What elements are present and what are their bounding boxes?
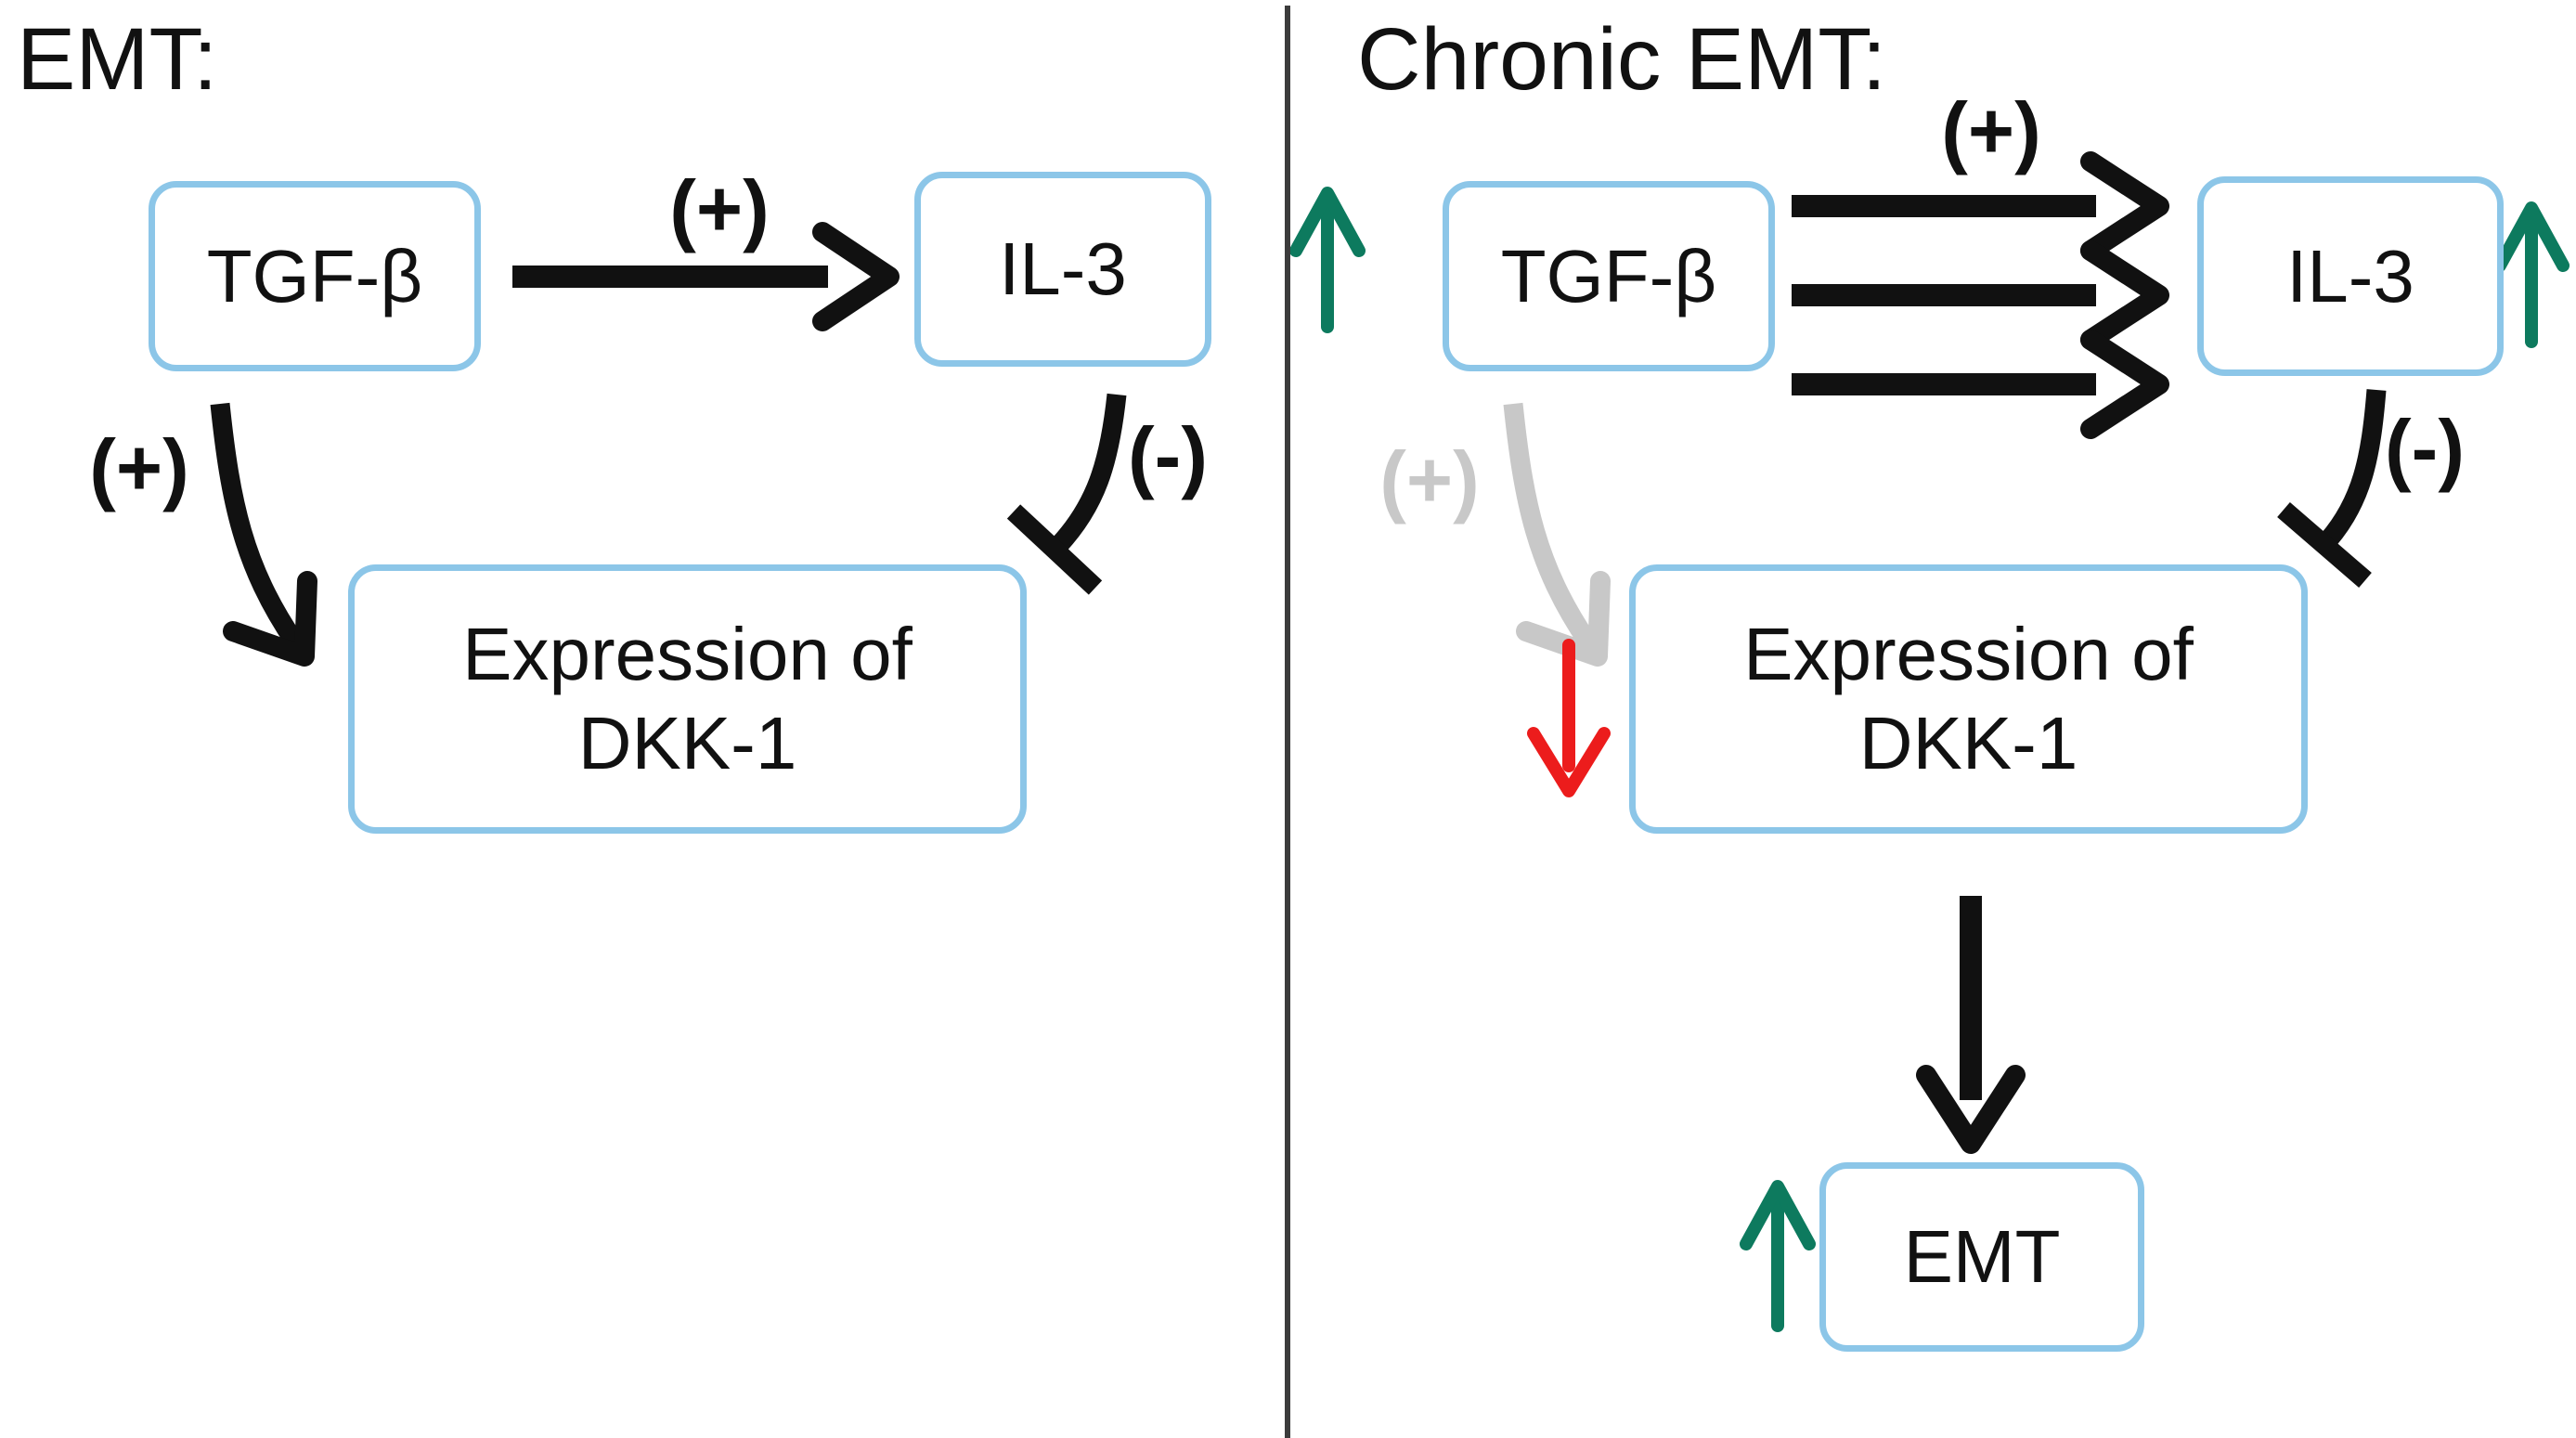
plus-sign-label: (+) <box>669 164 770 254</box>
arrow-curve <box>1051 393 1127 553</box>
green-up-arrow-icon-tgfb <box>1289 187 1366 333</box>
tbar-icon <box>1006 504 1103 595</box>
node-il3-left: IL-3 <box>914 172 1211 367</box>
node-label: TGF-β <box>1500 234 1717 317</box>
left-panel-title: EMT: <box>17 10 218 109</box>
right-panel-title: Chronic EMT: <box>1357 10 1887 109</box>
node-label-line2: DKK-1 <box>1858 702 2078 784</box>
arrowhead-icon <box>812 222 900 331</box>
inhibition-arrow-il3-to-dkk1-right <box>2277 389 2387 588</box>
green-up-arrow-icon-il3 <box>2493 201 2570 348</box>
node-label: IL-3 <box>999 227 1127 310</box>
panel-divider <box>1285 6 1290 1438</box>
node-tgfb-left: TGF-β <box>149 181 481 371</box>
activation-arrow-dkk1-to-emt <box>1916 896 2026 1154</box>
arrowhead-icon <box>2080 240 2169 350</box>
arrowhead-icon <box>1527 727 1611 797</box>
node-dkk1-right: Expression of DKK-1 <box>1629 564 2308 834</box>
node-label: IL-3 <box>2286 234 2414 317</box>
red-down-arrow-icon <box>1527 639 1611 797</box>
minus-sign-label: (-) <box>2385 404 2465 494</box>
tbar-icon <box>2277 502 2372 588</box>
triple-activation-arrows-tgfb-to-il3 <box>1792 151 2169 439</box>
arrow-curve <box>2320 389 2387 547</box>
arrow-curve <box>210 402 304 648</box>
arrowhead-icon <box>1740 1180 1816 1250</box>
arrowhead-icon <box>1916 1065 2026 1154</box>
arrowhead-icon <box>223 571 317 667</box>
node-label: TGF-β <box>206 234 423 317</box>
minus-sign-label: (-) <box>1128 411 1208 501</box>
node-label-line1: Expression of <box>462 613 913 695</box>
inhibition-arrow-il3-to-dkk1 <box>1006 393 1127 595</box>
arrowhead-icon <box>1289 187 1366 257</box>
node-emt-right: EMT <box>1819 1162 2144 1352</box>
node-il3-right: IL-3 <box>2197 176 2504 376</box>
arrowhead-icon <box>2493 201 2570 272</box>
node-label-line1: Expression of <box>1743 613 2194 695</box>
node-tgfb-right: TGF-β <box>1443 181 1775 371</box>
activation-arrow-tgfb-to-il3 <box>512 222 900 331</box>
arrowhead-icon <box>2080 151 2169 261</box>
node-label-line2: DKK-1 <box>577 702 797 784</box>
plus-sign-label: (+) <box>1941 86 2041 176</box>
inactive-plus-sign-label: (+) <box>1379 435 1480 525</box>
arrowhead-icon <box>2080 330 2169 439</box>
arrowhead-icon <box>1516 571 1611 667</box>
inactive-activation-arrow-tgfb-to-dkk1 <box>1503 402 1611 667</box>
activation-arrow-tgfb-to-dkk1 <box>210 402 317 667</box>
plus-sign-label: (+) <box>89 423 189 513</box>
node-label: EMT <box>1903 1215 2061 1298</box>
green-up-arrow-icon-emt <box>1740 1180 1816 1332</box>
node-dkk1-left: Expression of DKK-1 <box>348 564 1027 834</box>
arrow-curve <box>1503 402 1597 648</box>
